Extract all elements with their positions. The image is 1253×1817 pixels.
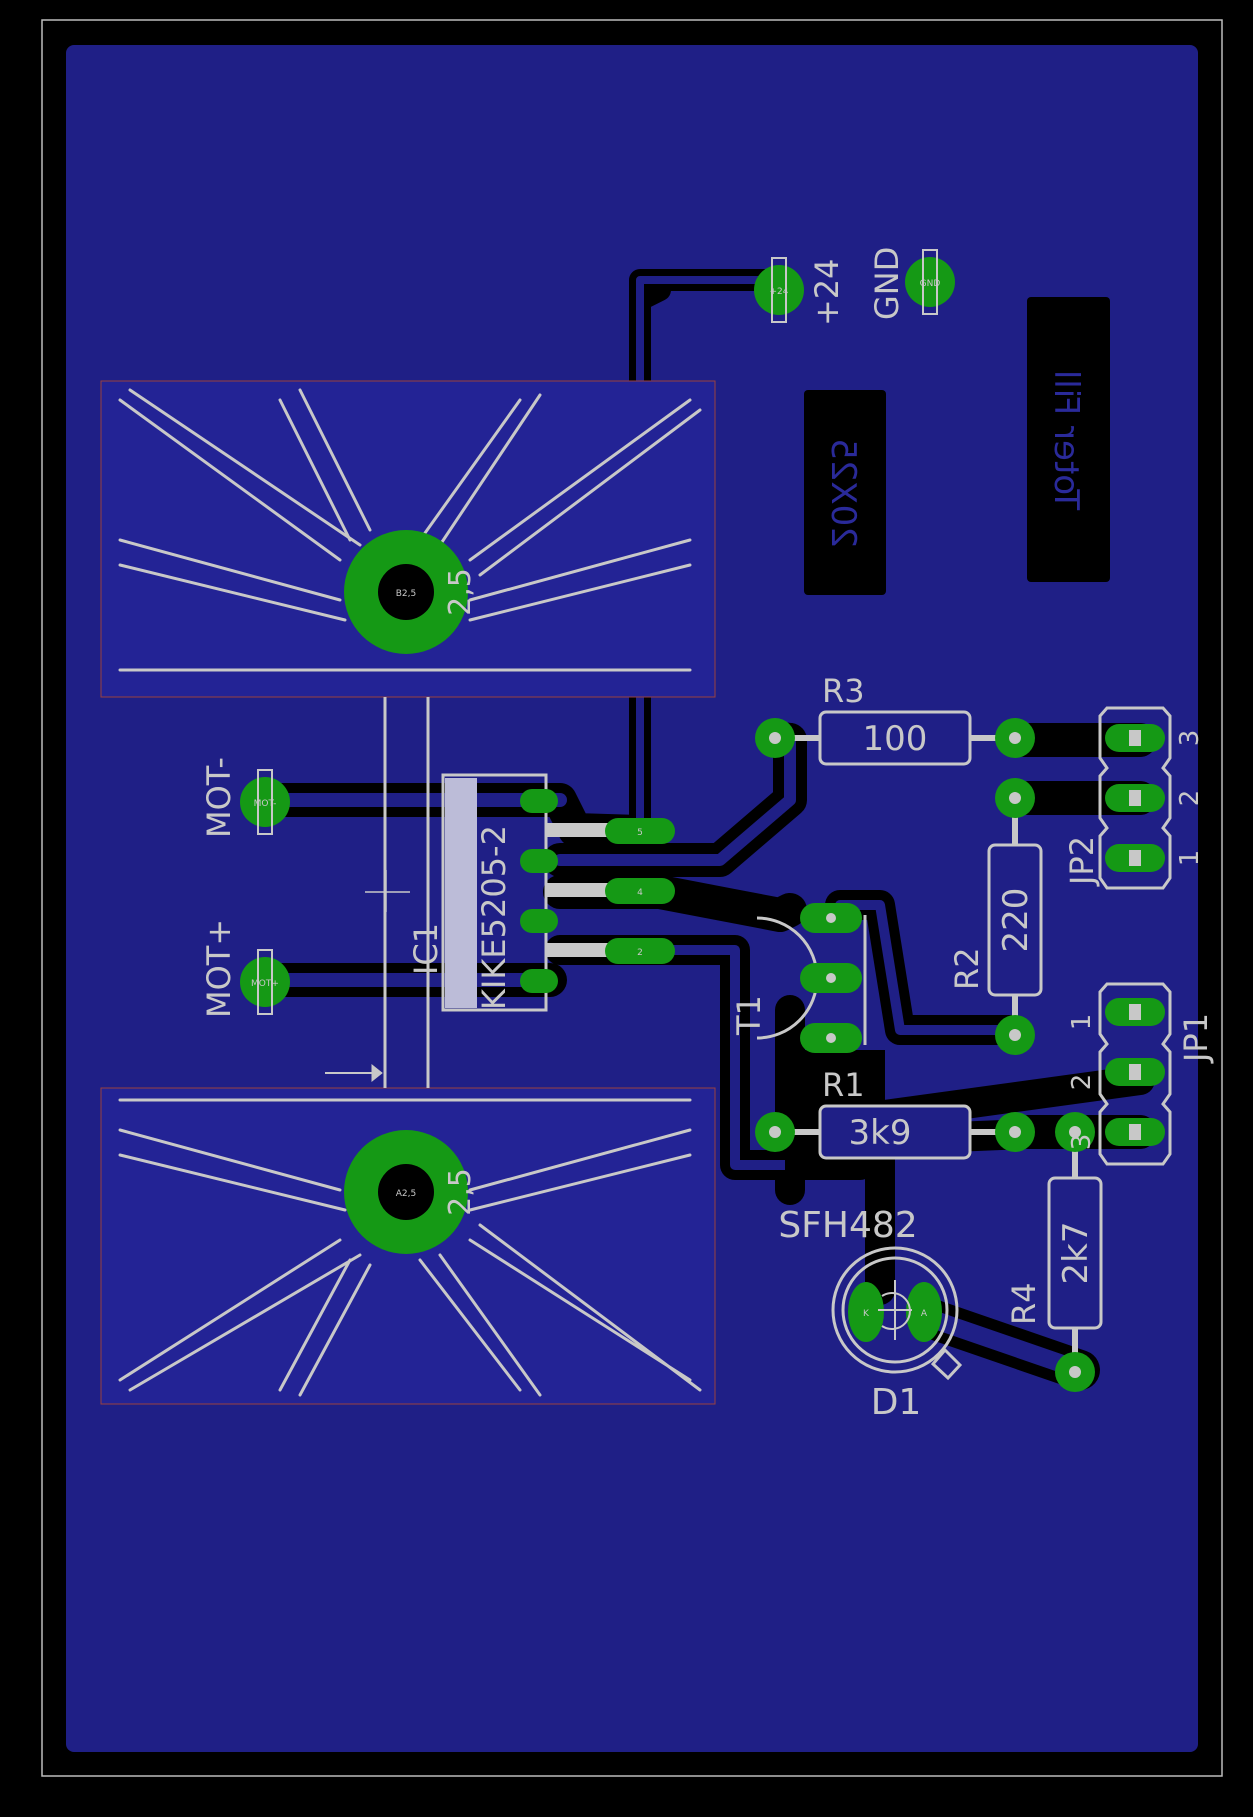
- jp1-name: JP1: [1177, 1013, 1215, 1064]
- resistor-r1: R1 3k9: [755, 1066, 1035, 1160]
- d1-value: SFH482: [778, 1205, 917, 1246]
- heatsink-b: B2,5 2,5: [100, 380, 716, 698]
- ic1-value: KIKE5205-2: [475, 825, 513, 1010]
- d1-pin-k: K: [863, 1309, 870, 1319]
- r2-value: 220: [996, 888, 1036, 953]
- ic1-tab: [445, 778, 477, 1008]
- header-jp1: 1 2 3 JP1: [1067, 982, 1215, 1166]
- jp1-pin-1: 1: [1067, 1014, 1097, 1031]
- mot-minus-label: MOT-: [200, 757, 238, 838]
- transistor-t1: T1: [730, 903, 867, 1053]
- heatsink-a-hole: [378, 1164, 434, 1220]
- board-outline: [41, 19, 1223, 1777]
- t1-name: T1: [730, 995, 768, 1036]
- plus24-label: +24: [808, 258, 846, 326]
- d1-pin-a: A: [921, 1309, 928, 1319]
- ic1-pin-4: 4: [637, 888, 643, 898]
- r4-name: R4: [1005, 1282, 1043, 1325]
- ic1-frame: [325, 697, 430, 1088]
- heatsink-b-size: 2,5: [443, 568, 478, 616]
- jp2-pin-1: 1: [1175, 850, 1205, 867]
- connector-gnd: GND GND: [868, 247, 955, 320]
- heatsink-a-size: 2,5: [443, 1168, 478, 1216]
- r3-name: R3: [822, 672, 865, 710]
- d1-name: D1: [871, 1382, 922, 1423]
- resistor-r3: R3 100: [755, 672, 1035, 766]
- jp2-name: JP2: [1063, 836, 1101, 887]
- heatsink-b-hole-label: B2,5: [396, 589, 417, 599]
- ic1: 5 4 2 IC1 KIKE5205-2: [407, 773, 675, 1012]
- gnd-label: GND: [868, 247, 906, 320]
- mot-plus-pin-label: MOT+: [251, 979, 279, 989]
- ic1-name: IC1: [407, 923, 445, 975]
- jp2-pin-3: 3: [1175, 730, 1205, 747]
- mirror-label-toter-fill-text: Toter Fill: [1046, 370, 1086, 511]
- r1-name: R1: [822, 1066, 865, 1104]
- mot-minus-pin-label: MOT-: [254, 799, 277, 809]
- plus24-pin-label: +24: [770, 287, 789, 297]
- gnd-pin-label: GND: [920, 279, 941, 289]
- r2-name: R2: [948, 947, 986, 990]
- diode-d1: K A SFH482 D1: [778, 1205, 963, 1423]
- mirror-label-toter-fill: Toter Fill: [1027, 297, 1110, 582]
- ic1-pin-2: 2: [637, 948, 643, 958]
- heatsink-a: A2,5 2,5: [100, 1087, 716, 1405]
- mot-plus-label: MOT+: [200, 919, 238, 1018]
- ic1-pin-5: 5: [637, 828, 643, 838]
- resistor-r2: R2 220: [948, 778, 1043, 1055]
- connector-mot-minus: MOT- MOT-: [200, 757, 290, 838]
- mirror-label-20x25: 20X25: [804, 390, 886, 595]
- jp2-pin-2: 2: [1175, 790, 1205, 807]
- mirror-label-20x25-text: 20X25: [823, 438, 863, 548]
- r1-value: 3k9: [849, 1113, 912, 1153]
- connector-mot-plus: MOT+ MOT+: [200, 919, 290, 1018]
- jp1-pin-3: 3: [1067, 1134, 1097, 1151]
- connector-plus24: +24 +24: [754, 257, 846, 326]
- resistor-r4: R4 2k7: [1005, 1112, 1103, 1392]
- r4-value: 2k7: [1056, 1222, 1096, 1285]
- heatsink-a-hole-label: A2,5: [396, 1189, 416, 1199]
- heatsink-b-hole: [378, 564, 434, 620]
- r3-value: 100: [863, 719, 928, 759]
- jp1-pin-2: 2: [1067, 1074, 1097, 1091]
- header-jp2: 3 2 1 JP2: [1063, 706, 1205, 890]
